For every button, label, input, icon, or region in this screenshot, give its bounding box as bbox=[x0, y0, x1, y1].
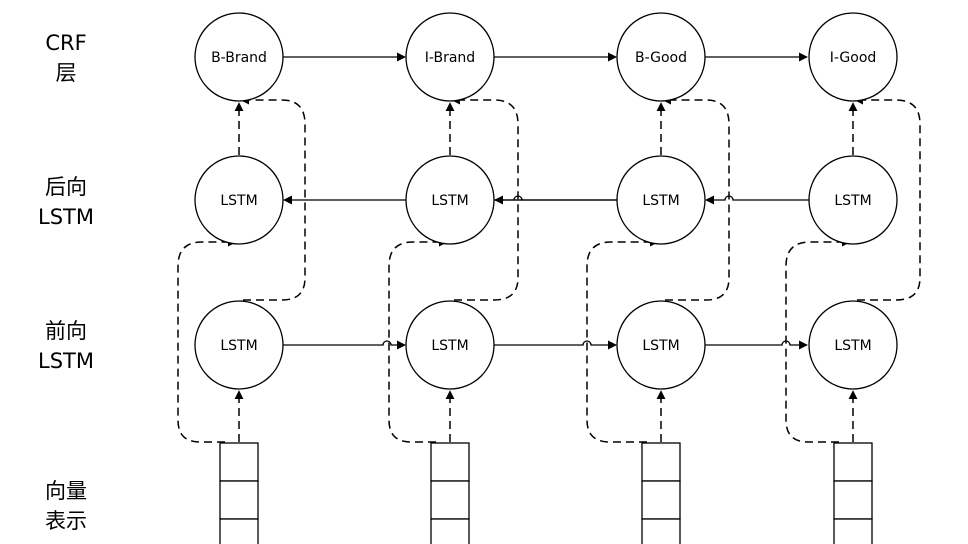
lstm-label: LSTM bbox=[431, 338, 468, 354]
crf-node-4: I-Good bbox=[808, 12, 898, 102]
forward-lstm-node-3: LSTM bbox=[616, 300, 706, 390]
row-label-backward-line1: 后向 bbox=[45, 175, 87, 199]
row-label-forward-line2: LSTM bbox=[38, 349, 94, 373]
forward-lstm-node-4: LSTM bbox=[808, 300, 898, 390]
dashed-links-col-3 bbox=[586, 95, 730, 443]
lstm-label: LSTM bbox=[642, 193, 679, 209]
forward-lstm-node-1: LSTM bbox=[194, 300, 284, 390]
lstm-label: LSTM bbox=[834, 193, 871, 209]
crf-tag-label: I-Brand bbox=[425, 50, 475, 66]
row-label-embedding-line2: 表示 bbox=[45, 509, 87, 533]
vector-cell bbox=[833, 518, 873, 544]
embedding-vector-2 bbox=[430, 442, 470, 544]
embedding-vector-1 bbox=[219, 442, 259, 544]
crf-node-1: B-Brand bbox=[194, 12, 284, 102]
backward-lstm-node-1: LSTM bbox=[194, 155, 284, 245]
forward-arrow-3 bbox=[705, 340, 808, 350]
row-label-backward-lstm: 后向 LSTM bbox=[38, 175, 94, 229]
lstm-label: LSTM bbox=[220, 193, 257, 209]
crf-tag-label: B-Good bbox=[635, 50, 687, 66]
vector-cell bbox=[833, 480, 873, 520]
forward-lstm-chain bbox=[283, 340, 808, 350]
vector-cell bbox=[430, 480, 470, 520]
row-label-crf-line1: CRF bbox=[45, 31, 86, 55]
vector-cell bbox=[219, 518, 259, 544]
input-to-backward-2 bbox=[388, 237, 448, 443]
forward-arrow-1 bbox=[283, 340, 406, 350]
lstm-label: LSTM bbox=[431, 193, 468, 209]
embedding-vector-4 bbox=[833, 442, 873, 544]
row-label-embedding-line1: 向量 bbox=[45, 479, 87, 503]
row-label-embedding: 向量 表示 bbox=[45, 479, 87, 533]
crf-tag-label: I-Good bbox=[830, 50, 877, 66]
backward-lstm-chain bbox=[283, 195, 809, 205]
vector-cell bbox=[641, 518, 681, 544]
input-to-backward-4 bbox=[785, 237, 851, 443]
embedding-vector-3 bbox=[641, 442, 681, 544]
forward-to-crf-2 bbox=[451, 95, 519, 301]
dashed-links-col-1 bbox=[177, 95, 306, 443]
crf-node-3: B-Good bbox=[616, 12, 706, 102]
backward-lstm-node-2: LSTM bbox=[405, 155, 495, 245]
backward-lstm-node-4: LSTM bbox=[808, 155, 898, 245]
lstm-label: LSTM bbox=[220, 338, 257, 354]
forward-arrow-2 bbox=[494, 340, 617, 350]
row-label-crf-line2: 层 bbox=[56, 61, 77, 85]
row-label-forward-line1: 前向 bbox=[45, 319, 87, 343]
row-label-forward-lstm: 前向 LSTM bbox=[38, 319, 94, 373]
vector-cell bbox=[219, 442, 259, 482]
vector-cell bbox=[641, 442, 681, 482]
backward-lstm-node-3: LSTM bbox=[616, 155, 706, 245]
input-to-backward-1 bbox=[177, 237, 237, 443]
lstm-label: LSTM bbox=[642, 338, 679, 354]
row-label-backward-line2: LSTM bbox=[38, 205, 94, 229]
crf-tag-label: B-Brand bbox=[211, 50, 267, 66]
backward-arrow-3 bbox=[705, 195, 809, 205]
vector-cell bbox=[430, 442, 470, 482]
crf-node-2: I-Brand bbox=[405, 12, 495, 102]
forward-lstm-node-2: LSTM bbox=[405, 300, 495, 390]
row-label-crf: CRF 层 bbox=[45, 31, 86, 85]
vector-cell bbox=[641, 480, 681, 520]
dashed-links-col-4 bbox=[785, 95, 921, 443]
input-to-backward-3 bbox=[586, 237, 659, 443]
vector-cell bbox=[430, 518, 470, 544]
lstm-label: LSTM bbox=[834, 338, 871, 354]
dashed-links-col-2 bbox=[388, 95, 519, 443]
vector-cell bbox=[219, 480, 259, 520]
vector-cell bbox=[833, 442, 873, 482]
